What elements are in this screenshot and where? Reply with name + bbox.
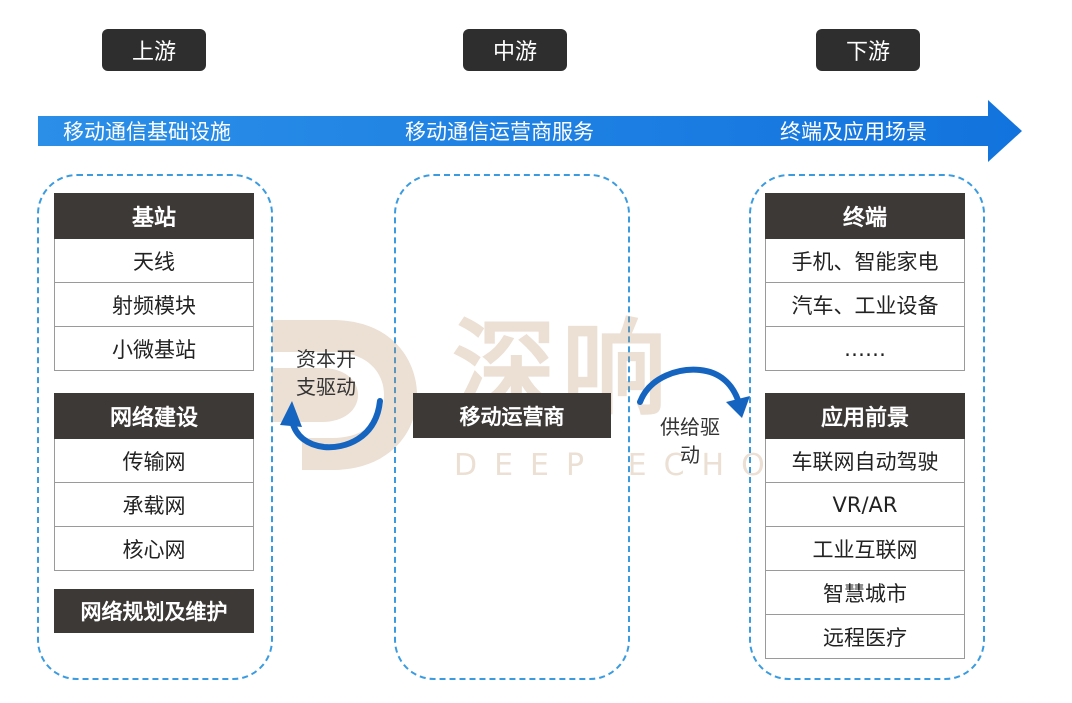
list-item: 远程医疗 — [765, 615, 965, 659]
stage-tag-midstream: 中游 — [463, 29, 567, 71]
downstream-column — [749, 174, 985, 680]
base-station-header: 基站 — [54, 193, 254, 239]
list-item: 核心网 — [54, 527, 254, 571]
network-planning-bar: 网络规划及维护 — [54, 589, 254, 633]
list-item: 汽车、工业设备 — [765, 283, 965, 327]
supply-curve-arrow-icon — [637, 366, 750, 418]
list-item: VR/AR — [765, 483, 965, 527]
application-header: 应用前景 — [765, 393, 965, 439]
network-construction-header: 网络建设 — [54, 393, 254, 439]
band-label-downstream: 终端及应用场景 — [780, 120, 927, 144]
capex-curve-arrow-icon — [280, 398, 383, 451]
supply-driver-note: 供给驱动 — [660, 415, 720, 467]
list-item: 小微基站 — [54, 327, 254, 371]
upstream-column — [37, 174, 273, 680]
application-group: 应用前景 车联网自动驾驶 VR/AR 工业互联网 智慧城市 远程医疗 — [765, 393, 965, 659]
capex-driver-note: 资本开支驱动 — [296, 347, 356, 399]
list-item: 天线 — [54, 239, 254, 283]
band-label-midstream: 移动通信运营商服务 — [405, 120, 594, 144]
list-item: 智慧城市 — [765, 571, 965, 615]
band-label-upstream: 移动通信基础设施 — [63, 120, 231, 144]
network-construction-group: 网络建设 传输网 承载网 核心网 — [54, 393, 254, 571]
flow-arrow — [38, 100, 1022, 162]
terminal-header: 终端 — [765, 193, 965, 239]
list-item: 工业互联网 — [765, 527, 965, 571]
list-item: 承载网 — [54, 483, 254, 527]
mobile-operator-bar: 移动运营商 — [413, 393, 611, 438]
base-station-group: 基站 天线 射频模块 小微基站 — [54, 193, 254, 371]
terminal-group: 终端 手机、智能家电 汽车、工业设备 …… — [765, 193, 965, 371]
stage-tag-upstream: 上游 — [102, 29, 206, 71]
midstream-column — [394, 174, 630, 680]
list-item: 射频模块 — [54, 283, 254, 327]
stage-tag-downstream: 下游 — [816, 29, 920, 71]
list-item: 车联网自动驾驶 — [765, 439, 965, 483]
list-item: 手机、智能家电 — [765, 239, 965, 283]
list-item: 传输网 — [54, 439, 254, 483]
list-item: …… — [765, 327, 965, 371]
